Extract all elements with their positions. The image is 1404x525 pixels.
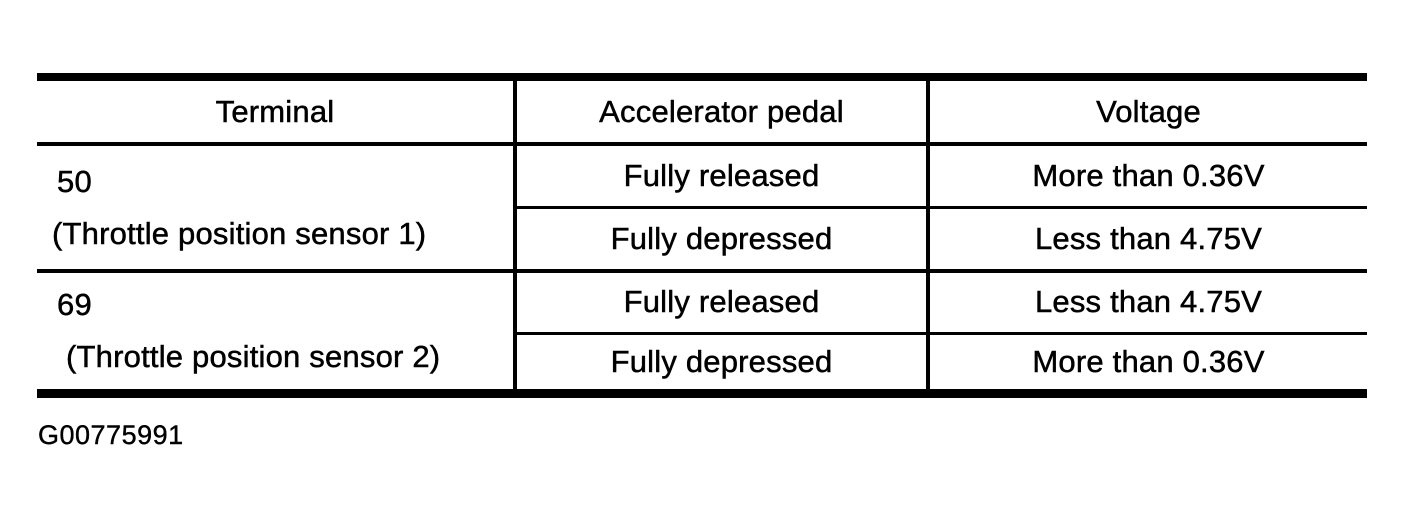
col-header-terminal: Terminal: [37, 77, 515, 146]
pedal-state-cell: Fully depressed: [513, 207, 928, 273]
figure-id-label: G00775991: [38, 420, 184, 450]
voltage-spec-cell: More than 0.36V: [926, 333, 1367, 393]
col-header-accelerator-pedal: Accelerator pedal: [513, 77, 928, 146]
header-row: Terminal Accelerator pedal Voltage: [37, 77, 1367, 146]
terminal-number: 50: [57, 164, 92, 200]
table-row-sensor1-depressed: Fully depressed Less than 4.75V: [37, 207, 1367, 273]
table-row-sensor2-depressed: Fully depressed More than 0.36V: [37, 333, 1367, 393]
terminal-description: (Throttle position sensor 2): [66, 338, 441, 374]
sensor-voltage-table: Terminal Accelerator pedal Voltage 50 (T…: [37, 73, 1367, 398]
table-row-sensor1-released: 50 (Throttle position sensor 1) Fully re…: [37, 144, 1367, 273]
voltage-spec-cell: Less than 4.75V: [926, 207, 1367, 273]
table-row-sensor2-released: 69 (Throttle position sensor 2) Fully re…: [37, 271, 1367, 395]
terminal-cell-50: 50 (Throttle position sensor 1): [37, 144, 515, 273]
pedal-state-cell: Fully depressed: [513, 333, 928, 393]
pedal-state-cell: Fully released: [513, 271, 928, 335]
col-header-voltage: Voltage: [926, 77, 1367, 146]
pedal-state-cell: Fully released: [513, 144, 928, 209]
terminal-number: 69: [57, 287, 92, 323]
terminal-description: (Throttle position sensor 1): [52, 215, 427, 251]
voltage-spec-cell: Less than 4.75V: [926, 271, 1367, 335]
voltage-spec-cell: More than 0.36V: [926, 144, 1367, 209]
terminal-cell-69: 69 (Throttle position sensor 2): [37, 271, 515, 395]
